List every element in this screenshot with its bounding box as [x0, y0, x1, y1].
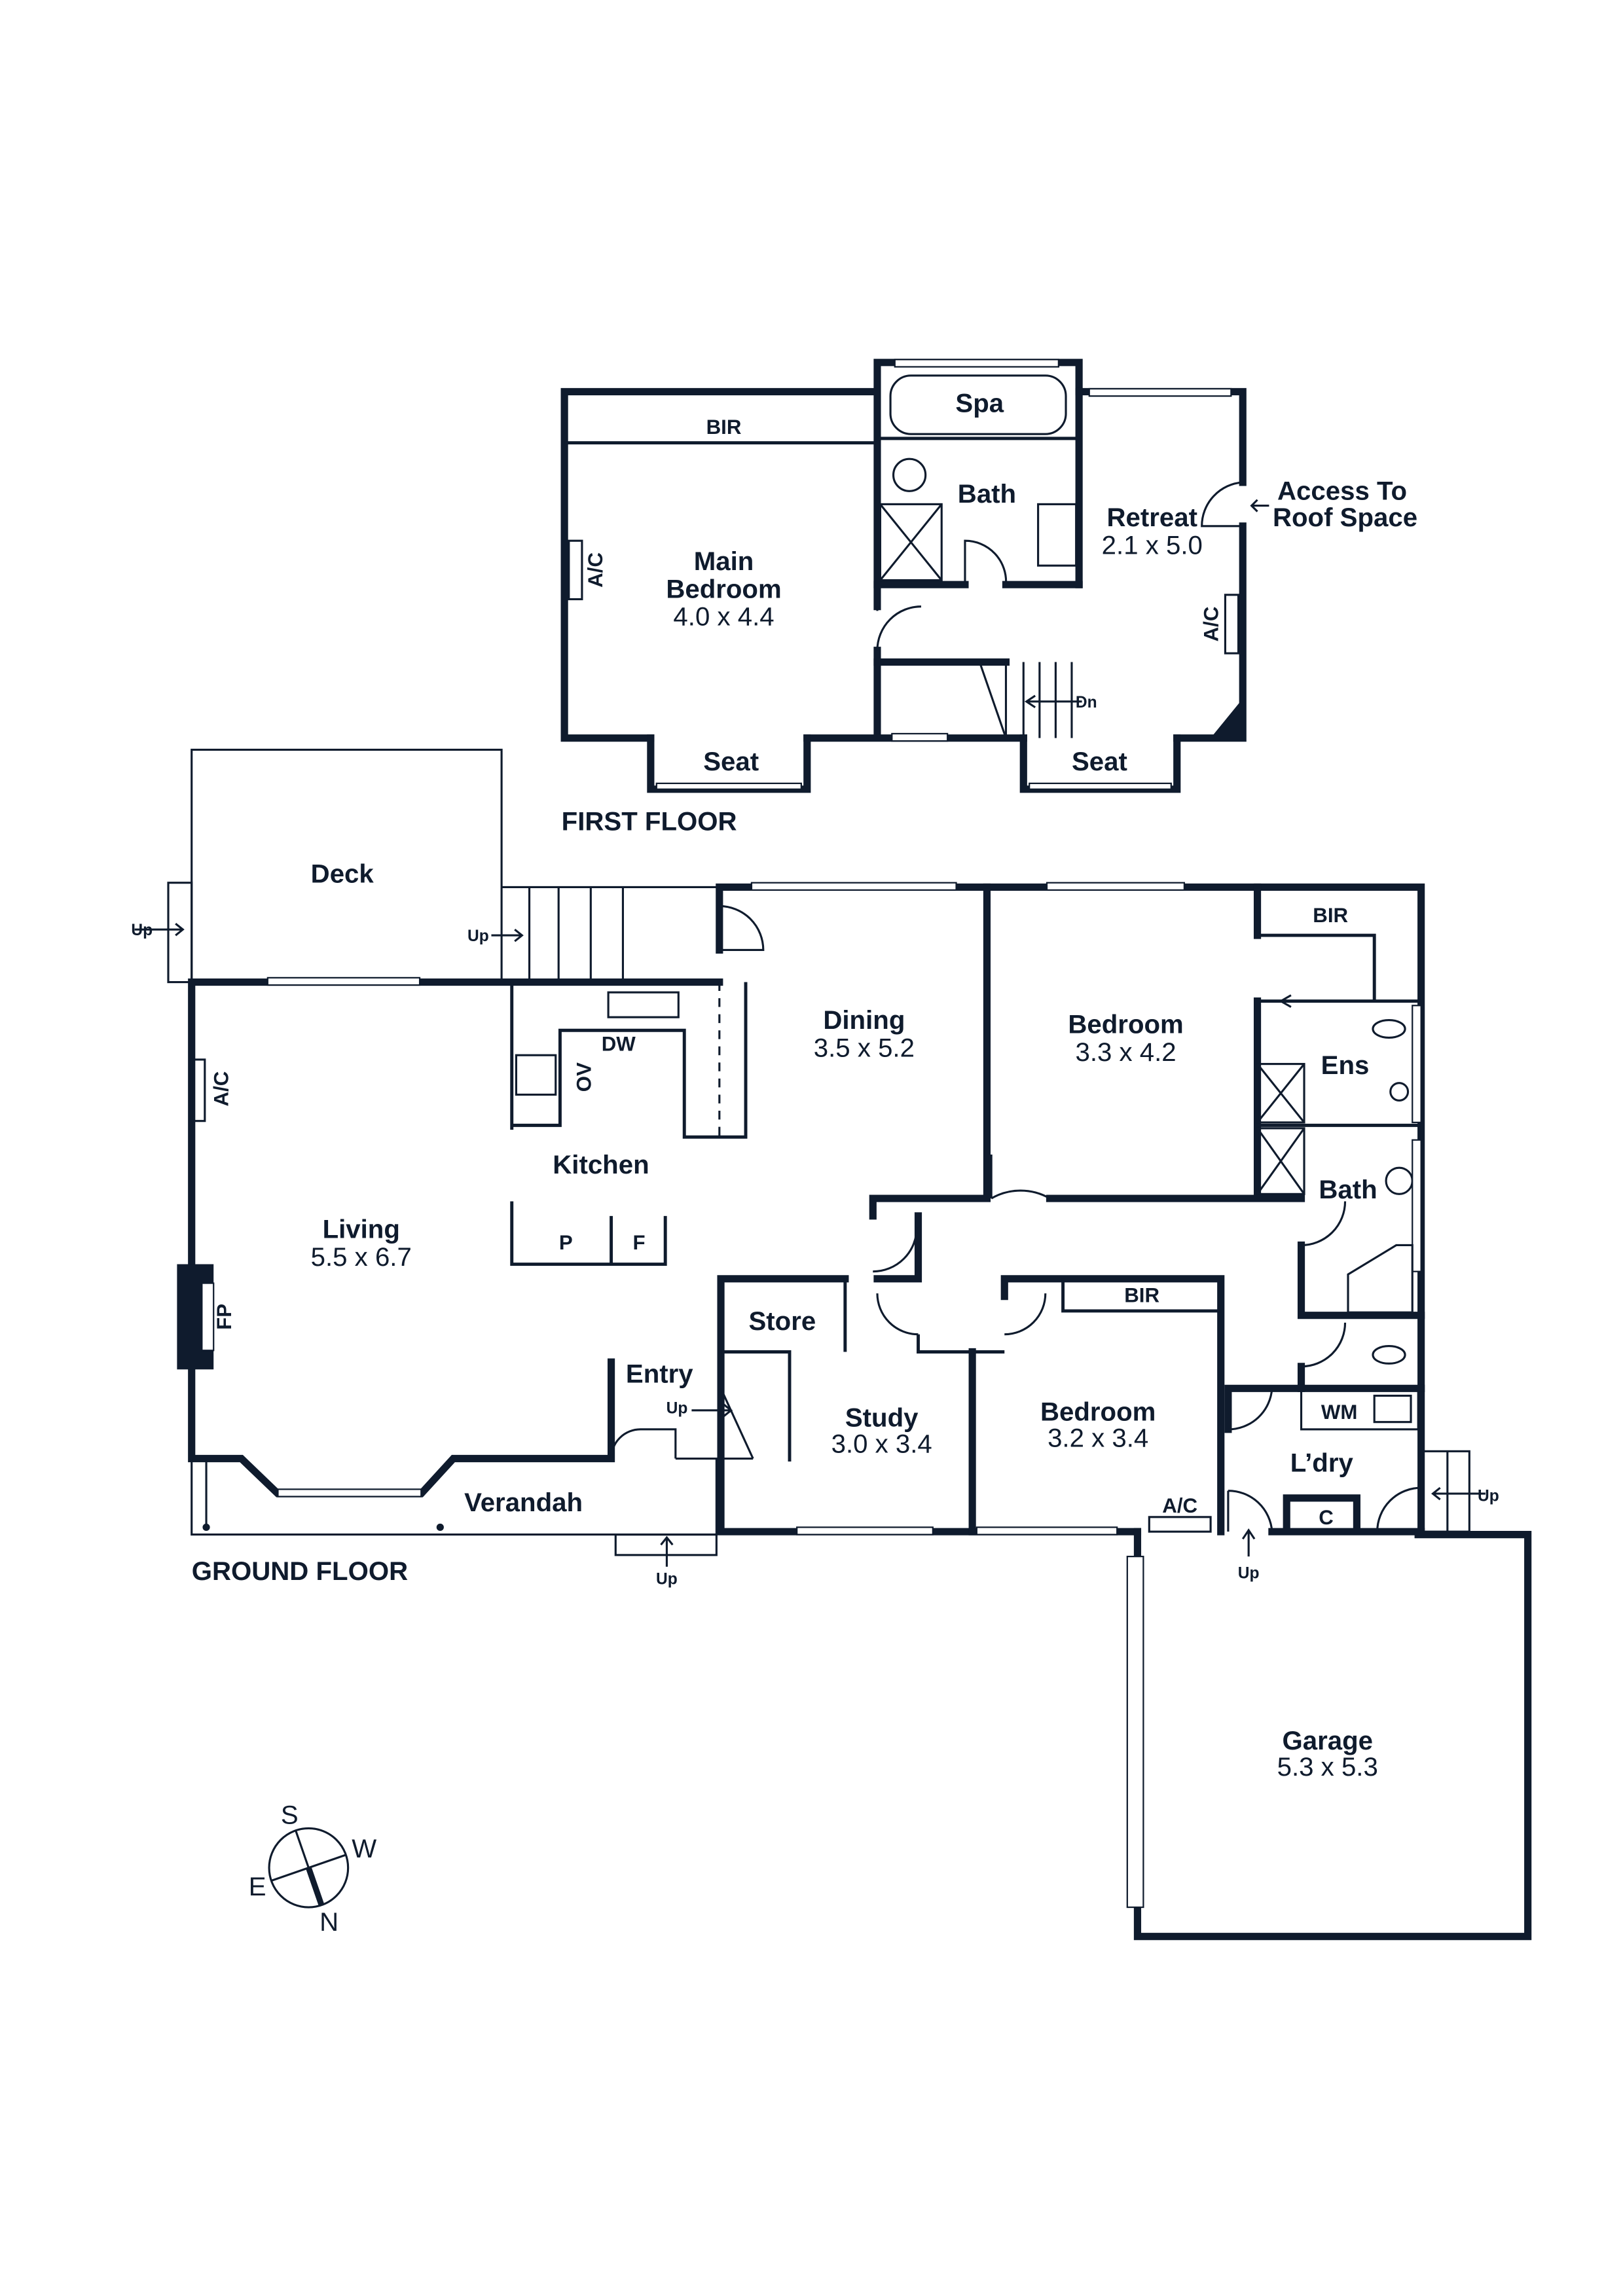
window — [894, 359, 1059, 368]
door-swing — [964, 539, 1008, 585]
up-label: Up — [666, 1399, 688, 1417]
compass-icon: S W E N — [249, 1801, 376, 1937]
up-label: Up — [467, 927, 489, 945]
ground-floor-plan: Deck Up Up Dining 3.5 x 5.2 Bedroom 3.3 … — [131, 748, 1532, 1941]
up-label: Up — [1478, 1487, 1499, 1505]
bath-label: Bath — [1319, 1175, 1377, 1204]
dining-dimensions: 3.5 x 5.2 — [814, 1033, 915, 1062]
bedroom-dimensions: 3.3 x 4.2 — [1076, 1037, 1176, 1067]
spa-label: Spa — [955, 389, 1004, 418]
dining-label: Dining — [823, 1005, 905, 1035]
laundry-label: L’dry — [1290, 1448, 1354, 1478]
garage-label: Garage — [1282, 1726, 1373, 1755]
seat-label: Seat — [703, 747, 759, 776]
access-roof-label: Access To — [1277, 476, 1407, 506]
compass-west: W — [352, 1834, 376, 1863]
bedroom-label: Bedroom — [1068, 1010, 1183, 1039]
stairs-first — [978, 662, 1073, 739]
ground-floor-title: GROUND FLOOR — [192, 1556, 408, 1586]
door-swing — [719, 905, 765, 951]
down-label: Dn — [1076, 694, 1097, 711]
spa-tub — [889, 374, 1067, 435]
toilet-icon — [892, 457, 927, 492]
ac-label: A/C — [210, 1071, 233, 1107]
main-bedroom-label: Main — [694, 547, 754, 576]
main-bedroom-label-2: Bedroom — [666, 574, 781, 603]
retreat-dimensions: 2.1 x 5.0 — [1102, 530, 1203, 560]
window — [891, 732, 949, 742]
ac-label: A/C — [1199, 607, 1222, 642]
bir-label: BIR — [1124, 1284, 1159, 1307]
up-label: Up — [131, 922, 153, 939]
retreat-label: Retreat — [1107, 503, 1197, 532]
pantry-label: P — [559, 1231, 573, 1254]
bir-label: BIR — [1313, 904, 1348, 927]
verandah-label: Verandah — [464, 1488, 583, 1517]
bir-label: BIR — [706, 416, 742, 439]
fridge-label: F — [632, 1231, 645, 1254]
up-label: Up — [656, 1571, 678, 1588]
vanity-icon — [1037, 503, 1078, 567]
shower-icon — [879, 503, 943, 582]
living-dimensions: 5.5 x 6.7 — [311, 1242, 412, 1272]
compass-east: E — [249, 1872, 266, 1901]
deck-label: Deck — [311, 859, 374, 889]
seat-label: Seat — [1072, 747, 1127, 776]
ensuite-label: Ens — [1321, 1050, 1370, 1080]
cupboard-label: C — [1319, 1506, 1334, 1529]
bedroom-dimensions: 3.2 x 3.4 — [1048, 1424, 1148, 1453]
deck-stairs — [501, 886, 720, 982]
compass-south: S — [281, 1801, 299, 1830]
window — [1088, 387, 1232, 397]
store-label: Store — [748, 1306, 816, 1336]
study-dimensions: 3.0 x 3.4 — [831, 1429, 932, 1459]
bedroom-label: Bedroom — [1040, 1397, 1156, 1426]
oven-label: OV — [572, 1062, 595, 1092]
bath-label: Bath — [958, 479, 1016, 509]
living-label: Living — [323, 1214, 400, 1244]
compass-north: N — [319, 1907, 338, 1937]
retreat-door — [1201, 481, 1243, 528]
ac-label: A/C — [1162, 1494, 1197, 1517]
access-roof-label-2: Roof Space — [1273, 503, 1417, 532]
washing-machine-label: WM — [1321, 1401, 1358, 1424]
study-label: Study — [845, 1403, 919, 1432]
first-floor-title: FIRST FLOOR — [562, 806, 737, 836]
main-bedroom-dimensions: 4.0 x 4.4 — [673, 602, 774, 632]
garage-dimensions: 5.3 x 5.3 — [1277, 1752, 1378, 1782]
up-label: Up — [1238, 1565, 1260, 1583]
entry-label: Entry — [626, 1359, 693, 1388]
dishwasher-label: DW — [602, 1033, 636, 1056]
fireplace-label: FP — [213, 1304, 236, 1330]
ac-label: A/C — [584, 552, 607, 588]
first-floor-plan: BIR Spa Bath Main Bedroom 4.0 x 4.4 Retr… — [560, 359, 1417, 836]
stairs-store — [720, 1388, 754, 1460]
kitchen-label: Kitchen — [553, 1150, 649, 1179]
